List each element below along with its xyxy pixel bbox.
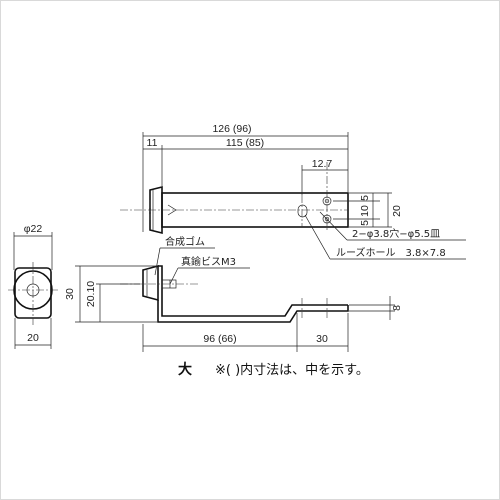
dim-slot-offset: 12.7	[312, 158, 333, 170]
dim-v5-bottom: 5	[359, 220, 371, 226]
dim-tab-thickness: 8	[391, 305, 403, 311]
dim-tab-length: 30	[316, 333, 328, 345]
dim-v5-top: 5	[359, 195, 371, 201]
dim-height-20-10: 20.10	[85, 281, 97, 307]
screw-leader	[169, 267, 179, 285]
hole-leader	[319, 211, 348, 241]
rubber-label: 合成ゴム	[165, 235, 205, 248]
dim-diameter: φ22	[24, 223, 43, 235]
dim-tip-length: 11	[147, 137, 158, 149]
screw-label: 真鍮ビスM3	[181, 255, 236, 268]
size-label: 大	[178, 361, 192, 378]
bracket-outline-inner	[157, 300, 349, 323]
loose-hole-slot	[297, 204, 308, 218]
dim-overall-length: 126 (96)	[212, 123, 251, 135]
slot-leader	[304, 214, 331, 260]
dim-end-width: 20	[27, 332, 39, 344]
bracket-outline-outer	[158, 265, 348, 317]
top-view: 126 (96) 11 115 (85) 12.7 5 10 5 20 2−φ3…	[120, 123, 466, 260]
side-view: 合成ゴム 真鍮ビスM3 30 20.10 96 (66) 30 8	[64, 235, 403, 352]
dim-main-length: 115 (85)	[226, 137, 264, 149]
dim-height-30: 30	[64, 288, 76, 300]
hole-1-inner	[324, 198, 330, 204]
dim-height-20: 20	[391, 205, 403, 217]
footnote: ※( )内寸法は、中を示す。	[215, 362, 369, 378]
end-view: φ22 20	[8, 223, 58, 349]
slot-spec-label: ルーズホール 3.8×7.8	[336, 246, 446, 259]
rubber-leader	[154, 247, 161, 276]
dim-arm-length: 96 (66)	[203, 333, 236, 345]
hole-spec-label: 2−φ3.8穴−φ5.5皿	[352, 227, 440, 240]
dim-v10: 10	[359, 205, 371, 217]
